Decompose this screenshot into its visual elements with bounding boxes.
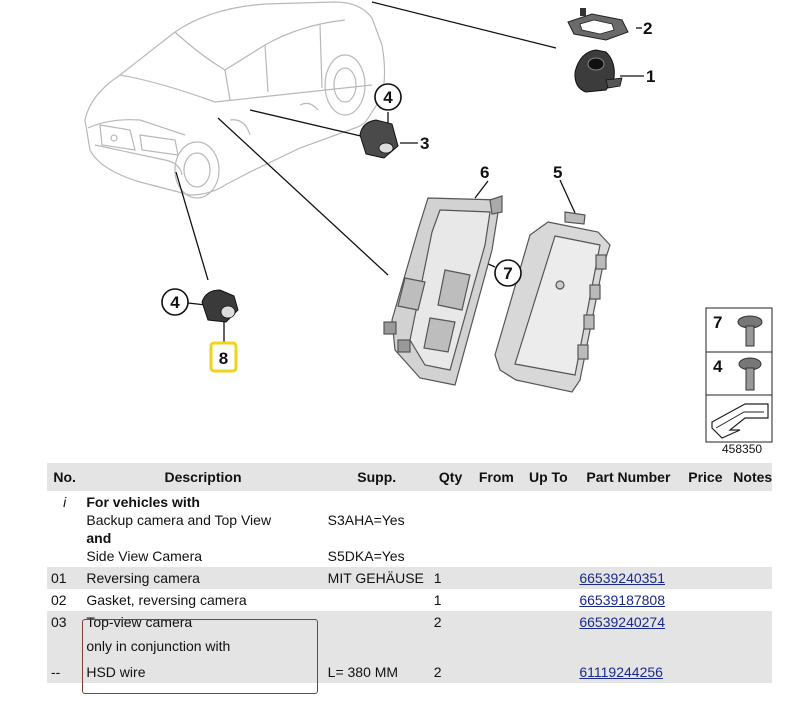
row-description: HSD wire xyxy=(82,657,324,683)
info-line-3: and xyxy=(86,530,112,546)
part-number-link[interactable]: 66539240274 xyxy=(579,614,666,630)
callout-7: 7 xyxy=(494,259,522,287)
table-row: 01 Reversing camera MIT GEHÄUSE 1 665392… xyxy=(47,567,772,589)
row-qty: 1 xyxy=(433,592,442,608)
svg-text:4: 4 xyxy=(383,88,393,107)
part-control-unit xyxy=(494,211,611,393)
table-row: 02 Gasket, reversing camera 1 6653918780… xyxy=(47,589,772,611)
row-no: 01 xyxy=(47,567,83,589)
row-qty: 1 xyxy=(429,567,472,589)
callout-3: 3 xyxy=(420,134,429,153)
callout-5: 5 xyxy=(553,163,562,182)
info-supp-1: S3AHA=Yes xyxy=(327,512,405,528)
screw-icon xyxy=(737,315,763,347)
arrow-icon xyxy=(711,403,769,439)
part-reversing-camera xyxy=(574,49,623,93)
svg-text:7: 7 xyxy=(503,264,512,283)
callout-2: 2 xyxy=(643,19,652,38)
part-number-link[interactable]: 66539240351 xyxy=(579,570,666,586)
header-supp: Supp. xyxy=(323,463,430,491)
row-description: Gasket, reversing camera xyxy=(86,592,247,608)
row-no: 02 xyxy=(51,592,67,608)
row-description: Reversing camera xyxy=(82,567,324,589)
row-description-line-1: Top-view camera xyxy=(86,614,193,630)
vehicle-outline xyxy=(84,1,386,199)
callout-1: 1 xyxy=(646,67,655,86)
callout-8-highlighted: 8 xyxy=(209,341,238,373)
parts-table: No. Description Supp. Qty From Up To Par… xyxy=(47,463,772,683)
part-number-link[interactable]: 61119244256 xyxy=(579,664,663,680)
header-no: No. xyxy=(47,463,83,491)
table-row: -- HSD wire L= 380 MM 2 61119244256 xyxy=(47,657,772,683)
callout-4-top: 4 xyxy=(374,83,402,111)
table-row: 03 Top-view camera only in conjunction w… xyxy=(47,611,772,657)
header-qty: Qty xyxy=(429,463,472,491)
screw-icon xyxy=(738,357,762,391)
header-description: Description xyxy=(82,463,324,491)
info-supp: S3AHA=Yes S5DKA=Yes xyxy=(324,491,430,567)
header-part-number: Part Number xyxy=(575,463,682,491)
header-notes: Notes xyxy=(729,463,772,491)
row-supp: L= 380 MM xyxy=(323,657,430,683)
svg-text:4: 4 xyxy=(170,293,180,312)
part-side-view-camera xyxy=(201,289,239,323)
row-qty: 2 xyxy=(429,611,472,657)
info-line-1: For vehicles with xyxy=(86,494,200,510)
row-supp xyxy=(323,611,430,657)
row-qty: 2 xyxy=(429,657,472,683)
header-from: From xyxy=(471,463,522,491)
table-header-row: No. Description Supp. Qty From Up To Par… xyxy=(47,463,772,491)
parts-diagram: 4 7 4 2 1 3 6 5 8 7 4 xyxy=(84,1,773,443)
info-supp-2: S5DKA=Yes xyxy=(327,548,405,564)
row-no: 03 xyxy=(47,611,83,657)
part-bracket xyxy=(383,195,503,386)
table-row-info: i For vehicles with Backup camera and To… xyxy=(47,491,772,567)
header-price: Price xyxy=(681,463,730,491)
part-number-link[interactable]: 66539187808 xyxy=(579,592,666,608)
header-up-to: Up To xyxy=(521,463,576,491)
info-description: For vehicles with Backup camera and Top … xyxy=(82,491,323,567)
row-supp xyxy=(324,589,430,611)
info-line-2: Backup camera and Top View xyxy=(86,512,272,528)
row-no: -- xyxy=(47,657,83,683)
diagram-id: 458350 xyxy=(722,442,763,456)
info-line-4: Side View Camera xyxy=(86,548,203,564)
part-gasket xyxy=(567,8,629,41)
part-top-view-camera xyxy=(359,119,399,159)
svg-text:8: 8 xyxy=(219,349,228,368)
info-icon: i xyxy=(63,494,67,510)
callout-6: 6 xyxy=(480,163,489,182)
screw-legend: 7 4 xyxy=(705,307,773,443)
legend-label-4: 4 xyxy=(713,357,723,376)
row-supp: MIT GEHÄUSE xyxy=(323,567,430,589)
legend-label-7: 7 xyxy=(713,313,722,332)
row-description: Top-view camera only in conjunction with xyxy=(82,611,324,657)
callout-4-bottom: 4 xyxy=(161,288,189,316)
row-description-line-2: only in conjunction with xyxy=(86,638,231,654)
